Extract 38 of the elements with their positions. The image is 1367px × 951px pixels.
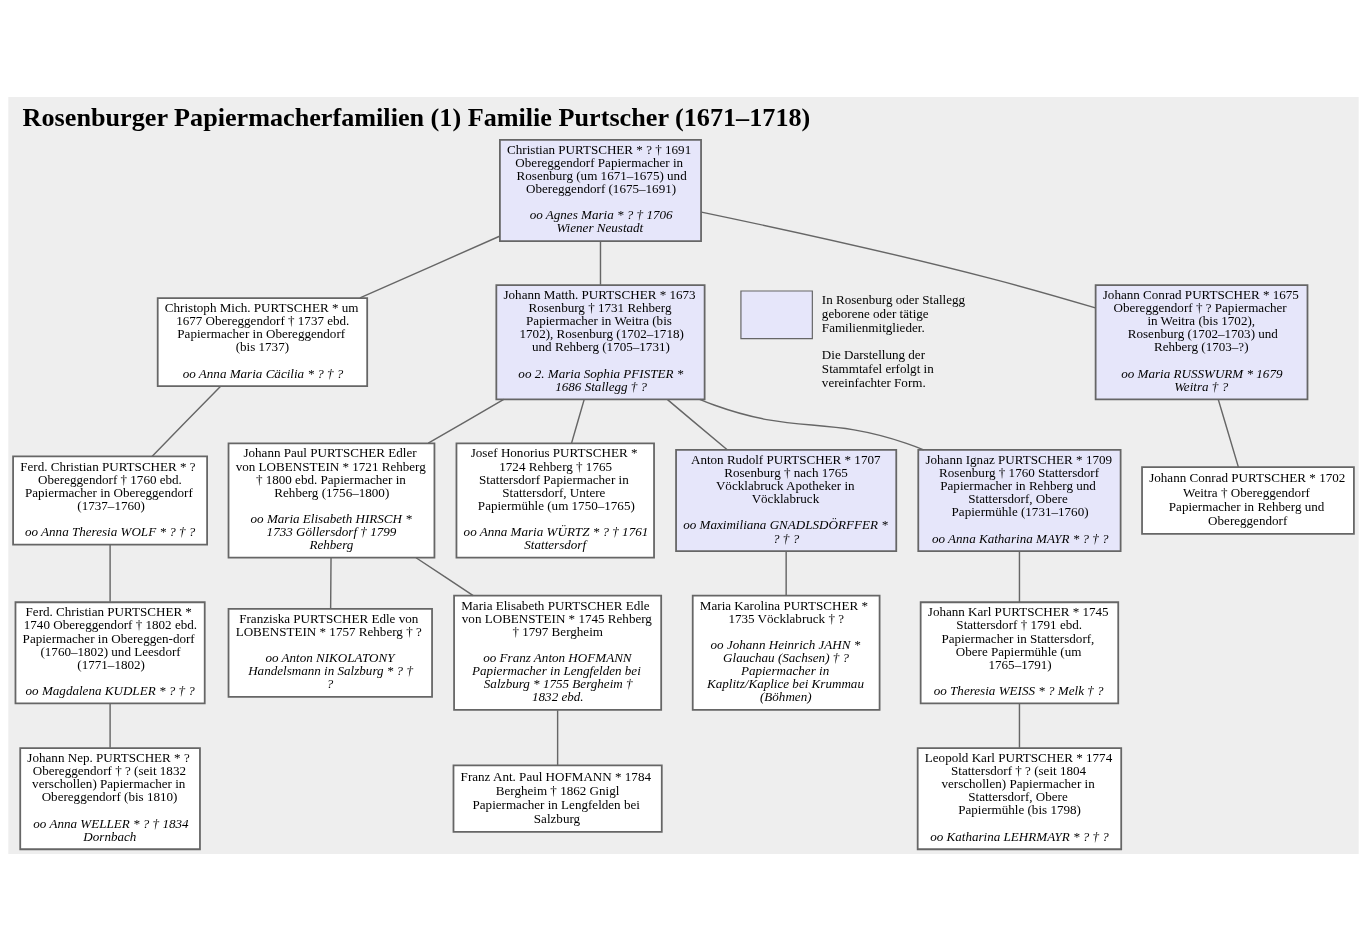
node-box: Franziska PURTSCHER Edle von LOBENSTEIN * 1757 Rehberg † ? oo Anton NIKOLATONY Handelsmann in Salzburg * ? † ? [227, 607, 433, 698]
node-box: Johann Conrad PURTSCHER * 1702 Weitra † Obereggendorf Papiermacher in Rehberg und Obereggendorf [1141, 466, 1355, 535]
node-box: Anton Rudolf PURTSCHER * 1707 Rosenburg † nach 1765 Vöcklabruck Apotheker in Vöcklabruck oo Maximiliana GNADLSDÖRFFER * ? † ? [675, 449, 898, 552]
connector [1018, 703, 1021, 749]
node-box: Johann Conrad PURTSCHER * 1675 Obereggendorf † ? Papiermacher in Weitra (bis 1702), Rosenburg (1702–1703) und Rehberg (1703–?) oo Maria RUSSWURM * 1679 Weitra † ? [1094, 284, 1309, 401]
node-box: Ferd. Christian PURTSCHER * ? Obereggendorf † 1760 ebd. Papiermacher in Obereggendorf (1737–1760) oo Anna Theresia WOLF * ? † ? [12, 455, 208, 546]
node-box: Johann Nep. PURTSCHER * ? Obereggendorf † ? (seit 1832 verschollen) Papiermacher in Obereggendorf (bis 1810) oo Anna WELLER * ? † 1834 Dornbach [19, 747, 201, 851]
connector [666, 398, 728, 451]
node-box: Christoph Mich. PURTSCHER * um 1677 Obereggendorf † 1737 ebd. Papiermacher in Obereggendorf (bis 1737) oo Anna Maria Cäcilia * ? † ? [156, 297, 369, 388]
connector [1018, 550, 1021, 603]
diagram-title: Rosenburger Papiermacherfamilien (1) Familie Purtscher (1671–1718) [22, 103, 811, 133]
node-box: Leopold Karl PURTSCHER * 1774 Stattersdorf † ? (seit 1804 verschollen) Papiermacher in Stattersdorf, Obere Papiermühle (bis 1798) oo Katharina LEHRMAYR * ? † ? [916, 747, 1123, 851]
connector [570, 398, 585, 444]
node-box: Johann Ignaz PURTSCHER * 1709 Rosenburg † 1760 Stattersdorf Papiermacher in Rehberg und Stattersdorf, Obere Papiermühle (1731–1760) oo Anna Katharina MAYR * ? † ? [917, 449, 1122, 552]
connector [109, 703, 111, 749]
node-box: Christian PURTSCHER * ? † 1691 Obereggendorf Papiermacher in Rosenburg (um 1671–1675) und Obereggendorf (1675–1691) oo Agnes Maria * ? † 1706 Wiener Neustadt [499, 138, 702, 242]
label: Die Darstellung der Stammtafel erfolgt in vereinfachter Form. [821, 346, 934, 391]
node-box: Josef Honorius PURTSCHER * 1724 Rehberg † 1765 Stattersdorf Papiermacher in Stattersdorf, Untere Papiermühle (um 1750–1765) oo Anna Maria WÜRTZ * ? † 1761 Stattersdorf [455, 442, 655, 559]
connector [109, 543, 111, 603]
connector [427, 398, 505, 444]
connector [599, 240, 602, 286]
connector [556, 709, 559, 766]
connector [785, 550, 787, 597]
legend-label: In Rosenburg oder Stallegg geborene oder tätige Familienmitglieder. [821, 291, 966, 336]
node-box: Johann Paul PURTSCHER Edler von LOBENSTEIN * 1721 Rehberg † 1800 ebd. Papiermacher in Rehberg (1756–1800) oo Maria Elisabeth HIRSCH * 1733 Göllersdorf † 1799 Rehberg [227, 442, 436, 559]
node-box: Maria Elisabeth PURTSCHER Edle von LOBENSTEIN * 1745 Rehberg † 1797 Bergheim oo Franz Anton HOFMANN Papiermacher in Lengfelden bei Salzburg * 1755 Bergheim † 1832 ebd. [453, 594, 663, 711]
connector [359, 235, 501, 299]
connector [698, 398, 925, 451]
node-box: Johann Karl PURTSCHER * 1745 Stattersdorf † 1791 ebd. Papiermacher in Stattersdorf, Obere Papiermühle (um 1765–1791) oo Theresia WEISS * ? Melk † ? [919, 601, 1120, 705]
connector [415, 557, 474, 597]
node-box: Johann Matth. PURTSCHER * 1673 Rosenburg † 1731 Rehberg Papiermacher in Weitra (bis 1702), Rosenburg (1702–1718) und Rehberg (1705–1731) oo 2. Maria Sophia PFISTER * 1686 Stallegg † ? [495, 284, 706, 401]
node-box: Maria Karolina PURTSCHER * 1735 Vöcklabruck † ? oo Johann Heinrich JAHN * Glauchau (Sachsen) † ? Papiermacher in Kaplitz/Kaplice bei Krummau (Böhmen) [691, 594, 881, 711]
connector [700, 211, 1097, 309]
node-box: Franz Ant. Paul HOFMANN * 1784 Bergheim † 1862 Gnigl Papiermacher in Lengfelden bei Salzburg [452, 764, 663, 833]
connector [329, 557, 332, 610]
node-box: Ferd. Christian PURTSCHER * 1740 Obereggendorf † 1802 ebd. Papiermacher in Obereggen-dorf (1760–1802) und Leesdorf (1771–1802) oo Magdalena KUDLER * ? † ? [14, 601, 206, 705]
connector [151, 385, 222, 458]
connector [1217, 398, 1240, 468]
